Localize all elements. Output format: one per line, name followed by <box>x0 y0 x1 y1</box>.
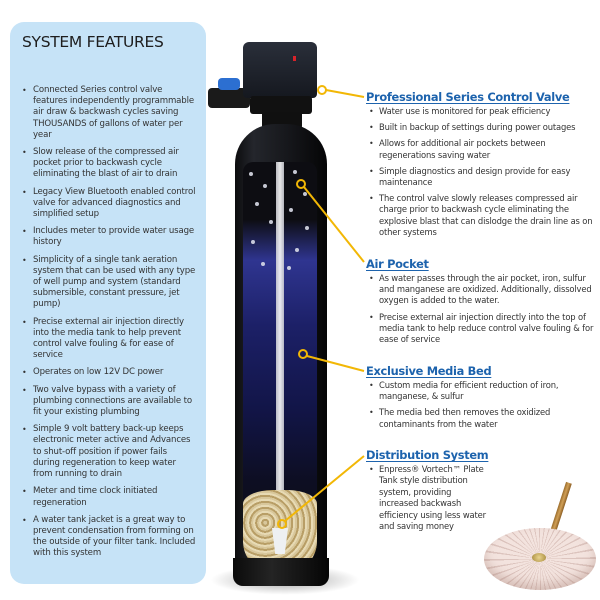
feature-item: Operates on low 12V DC power <box>22 367 196 378</box>
valve-led-indicator <box>293 56 296 61</box>
water-filter-tank-illustration <box>200 30 370 600</box>
bypass-valve <box>208 88 250 108</box>
feature-item: Connected Series control valve features … <box>22 85 196 141</box>
feature-item: Meter and time clock initiated regenerat… <box>22 486 196 508</box>
system-features-panel: SYSTEM FEATURES Connected Series control… <box>10 22 206 584</box>
control-valve-item: Simple diagnostics and design provide fo… <box>369 166 598 188</box>
feature-item: A water tank jacket is a great way to pr… <box>22 515 196 560</box>
control-valve-item: Water use is monitored for peak efficien… <box>369 106 598 117</box>
section-control-valve: Professional Series Control Valve Water … <box>366 90 598 243</box>
feature-item: Slow release of the compressed air pocke… <box>22 147 196 181</box>
control-valve-head <box>243 42 317 98</box>
control-valve-heading: Professional Series Control Valve <box>366 90 570 104</box>
air-bubble <box>293 170 297 174</box>
bottom-distributor <box>272 528 288 554</box>
feature-item: Simple 9 volt battery back-up keeps elec… <box>22 424 196 480</box>
air-bubble <box>303 192 307 196</box>
distribution-heading: Distribution System <box>366 448 489 462</box>
vortech-plate-illustration <box>482 480 600 598</box>
air-pocket-item: Precise external air injection directly … <box>369 312 598 346</box>
air-bubble <box>295 248 299 252</box>
air-bubble <box>263 184 267 188</box>
section-distribution-system: Distribution System Enpress® Vortech™ Pl… <box>366 448 489 537</box>
system-features-title: SYSTEM FEATURES <box>22 33 164 51</box>
air-bubble <box>289 208 293 212</box>
air-bubble <box>249 172 253 176</box>
control-valve-item: Built in backup of settings during power… <box>369 122 598 133</box>
control-valve-body <box>250 96 312 114</box>
control-valve-item: The control valve slowly releases compre… <box>369 193 598 238</box>
riser-tube <box>276 162 284 532</box>
distribution-item: Enpress® Vortech™ Plate Tank style distr… <box>369 464 486 532</box>
air-bubble <box>255 202 259 206</box>
plate-hub <box>532 553 546 562</box>
section-air-pocket: Air Pocket As water passes through the a… <box>366 257 598 350</box>
media-bed-item: Custom media for efficient reduction of … <box>369 380 598 402</box>
feature-item: Precise external air injection directly … <box>22 317 196 362</box>
feature-item: Includes meter to provide water usage hi… <box>22 226 196 248</box>
air-bubble <box>261 262 265 266</box>
air-bubble <box>287 266 291 270</box>
media-bed-heading: Exclusive Media Bed <box>366 364 492 378</box>
section-media-bed: Exclusive Media Bed Custom media for eff… <box>366 364 598 435</box>
air-pocket-item: As water passes through the air pocket, … <box>369 273 598 307</box>
system-features-list: Connected Series control valve features … <box>22 85 196 560</box>
feature-item: Simplicity of a single tank aeration sys… <box>22 255 196 311</box>
media-bed-item: The media bed then removes the oxidized … <box>369 407 598 429</box>
air-bubble <box>269 220 273 224</box>
tank-base <box>233 558 329 586</box>
air-pocket-heading: Air Pocket <box>366 257 429 271</box>
feature-item: Legacy View Bluetooth enabled control va… <box>22 187 196 221</box>
tank-body <box>235 124 327 584</box>
control-valve-item: Allows for additional air pockets betwee… <box>369 138 598 160</box>
feature-item: Two valve bypass with a variety of plumb… <box>22 385 196 419</box>
air-bubble <box>305 226 309 230</box>
bypass-knob-icon <box>218 78 240 90</box>
tank-cutaway-window <box>243 162 317 572</box>
air-bubble <box>251 240 255 244</box>
